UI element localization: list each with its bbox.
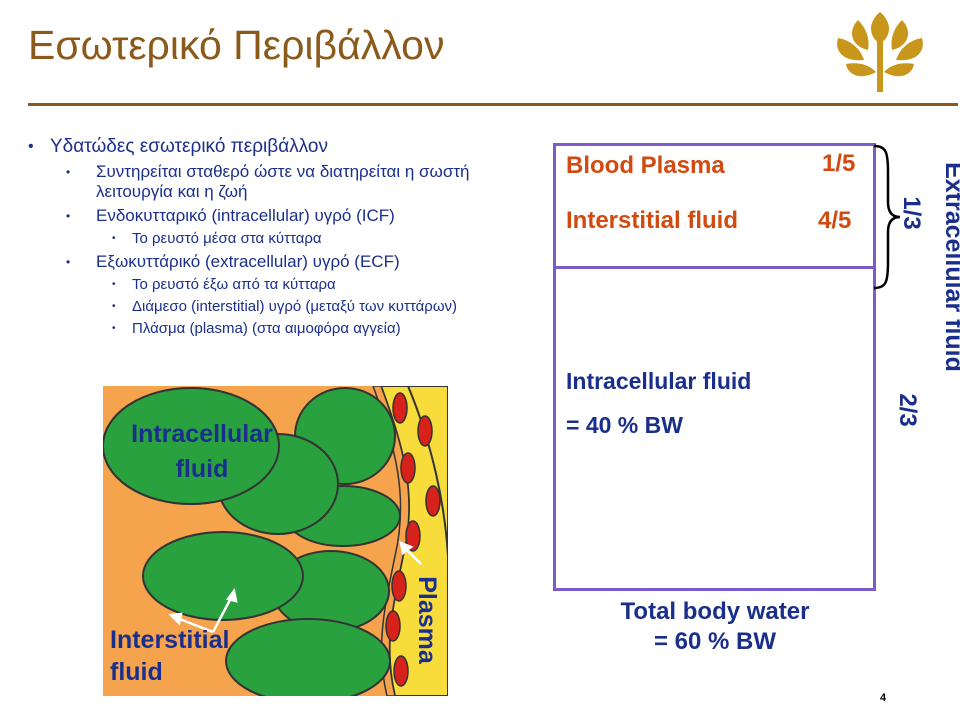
- interstitial-fluid-label: Interstitial fluid: [566, 207, 738, 235]
- red-blood-cell: [393, 393, 407, 423]
- bullet-sub-text: Συντηρείται σταθερό ώστε να διατηρείται …: [96, 162, 528, 202]
- red-blood-cell: [426, 486, 440, 516]
- red-blood-cell: [418, 416, 432, 446]
- plasma-label: Plasma: [411, 575, 443, 665]
- bullet-main: •Υδατώδες εσωτερικό περιβάλλον: [28, 136, 528, 158]
- bullet-sub-text: Εξωκυττάρικό (extracellular) υγρό (ECF): [96, 252, 400, 272]
- red-blood-cell: [394, 656, 408, 686]
- bullet-subsub-text: Πλάσμα (plasma) (στα αιμοφόρα αγγεία): [132, 320, 401, 338]
- intracellular-value: = 40 % BW: [566, 412, 683, 439]
- interstitial-fraction: 4/5: [818, 207, 851, 235]
- bullet-subsub: •Διάμεσο (interstitial) υγρό (μεταξύ των…: [28, 298, 528, 316]
- bullet-main-text: Υδατώδες εσωτερικό περιβάλλον: [50, 136, 328, 158]
- intracellular-label-line2: fluid: [122, 455, 282, 484]
- intracellular-label: Intracellular fluid: [122, 420, 282, 484]
- total-body-water-line2: = 60 % BW: [580, 627, 850, 657]
- bullet-list: •Υδατώδες εσωτερικό περιβάλλον •Συντηρεί…: [28, 136, 528, 342]
- bullet-sub: •Συντηρείται σταθερό ώστε να διατηρείται…: [28, 162, 528, 202]
- extracellular-fluid-label: Extracellular fluid: [937, 157, 960, 377]
- title-divider: [28, 103, 958, 106]
- blood-plasma-label: Blood Plasma: [566, 152, 725, 180]
- ecf-icf-divider: [553, 266, 876, 269]
- intracellular-fluid-label: Intracellular fluid: [566, 368, 751, 395]
- university-logo-icon: [828, 2, 932, 96]
- bullet-sub: •Ενδοκυτταρικό (intracellular) υγρό (ICF…: [28, 206, 528, 226]
- cell: [143, 532, 303, 620]
- extracellular-fraction: 1/3: [896, 193, 926, 233]
- page-number: 4: [880, 692, 886, 704]
- bullet-sub: •Εξωκυττάρικό (extracellular) υγρό (ECF): [28, 252, 528, 272]
- interstitial-label-line2: fluid: [110, 656, 229, 688]
- red-blood-cell: [401, 453, 415, 483]
- bullet-subsub: •Το ρευστό έξω από τα κύτταρα: [28, 276, 528, 294]
- interstitial-label: Interstitial fluid: [110, 624, 229, 688]
- bullet-subsub: •Το ρευστό μέσα στα κύτταρα: [28, 230, 528, 248]
- bullet-subsub: •Πλάσμα (plasma) (στα αιμοφόρα αγγεία): [28, 320, 528, 338]
- bullet-subsub-text: Το ρευστό έξω από τα κύτταρα: [132, 276, 336, 294]
- bullet-subsub-text: Διάμεσο (interstitial) υγρό (μεταξύ των …: [132, 298, 457, 316]
- blood-plasma-fraction: 1/5: [822, 150, 855, 178]
- red-blood-cell: [392, 571, 406, 601]
- total-body-water-line1: Total body water: [580, 597, 850, 627]
- total-body-water: Total body water = 60 % BW: [580, 597, 850, 657]
- intracellular-label-line1: Intracellular: [122, 420, 282, 449]
- intracellular-fraction: 2/3: [892, 390, 922, 430]
- bullet-sub-text: Ενδοκυτταρικό (intracellular) υγρό (ICF): [96, 206, 395, 226]
- bullet-subsub-text: Το ρευστό μέσα στα κύτταρα: [132, 230, 322, 248]
- red-blood-cell: [386, 611, 400, 641]
- page-title: Εσωτερικό Περιβάλλον: [28, 22, 444, 69]
- cell: [226, 619, 390, 696]
- interstitial-label-line1: Interstitial: [110, 624, 229, 656]
